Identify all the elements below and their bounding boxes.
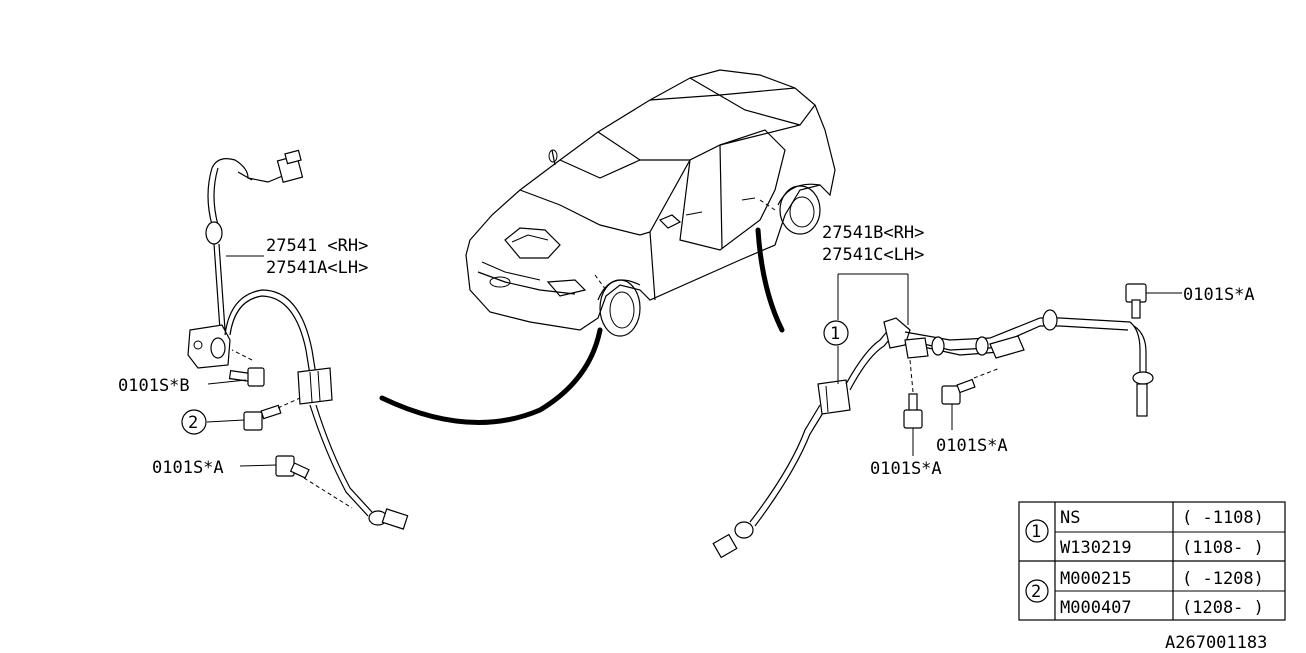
callout-1-bracket <box>837 273 909 384</box>
legend-table: 1 2 NS ( -1108) W130219 (1108- ) M000215… <box>1018 501 1286 621</box>
bolt-a-rear-low-label: 0101S*A <box>870 459 942 479</box>
callout-2-number: 2 <box>188 413 198 433</box>
bolt-a-left-label: 0101S*A <box>152 458 224 478</box>
bolt-b-leader <box>207 379 247 385</box>
legend-row-3-range: ( -1208) <box>1182 569 1264 589</box>
legend-row-3-part: M000215 <box>1060 569 1132 589</box>
legend-row-4-range: (1208- ) <box>1182 598 1264 618</box>
legend-row-1-range: ( -1108) <box>1182 508 1264 528</box>
legend-callout-1: 1 <box>1031 522 1041 542</box>
bolt-a-rear-mid <box>941 378 976 405</box>
rear-abs-sensor-assembly <box>712 283 1154 559</box>
diagram-code: A267001183 <box>1165 633 1267 653</box>
bolt-b-left-label: 0101S*B <box>118 376 190 396</box>
callout-2-circle <box>181 409 207 435</box>
legend-row-4-part: M000407 <box>1060 598 1132 618</box>
rear-wheel-indicator <box>755 227 785 333</box>
rear-part-lh-label: 27541C<LH> <box>822 245 924 265</box>
legend-callout-2: 2 <box>1031 582 1041 602</box>
front-abs-sensor-assembly <box>187 149 409 530</box>
callout-2-leader <box>206 419 245 423</box>
rear-part-rh-label: 27541B<RH> <box>822 223 924 243</box>
vehicle-illustration <box>465 69 836 337</box>
bolt-a-rear-top-label: 0101S*A <box>1183 285 1255 305</box>
bolt-a-left <box>275 455 310 479</box>
legend-row-2-part: W130219 <box>1060 538 1132 558</box>
callout-1-number: 1 <box>830 324 840 344</box>
bolt-b-left <box>228 367 265 387</box>
legend-row-1-part: NS <box>1060 508 1080 528</box>
callout-1-circle <box>823 320 849 346</box>
bolt-a-rear-top <box>1125 283 1147 319</box>
bolt-2 <box>243 404 282 431</box>
bolt-a-left-leader <box>239 464 277 467</box>
legend-callout-1-circle <box>1025 519 1049 543</box>
bolt-a-rear-low <box>903 393 923 429</box>
legend-callout-2-circle <box>1025 579 1049 603</box>
front-part-rh-label: 27541 <RH> <box>266 236 368 256</box>
legend-row-2-range: (1108- ) <box>1182 538 1264 558</box>
front-part-lh-label: 27541A<LH> <box>266 258 368 278</box>
front-wheel-indicator <box>379 327 603 425</box>
bolt-a-rear-mid-label: 0101S*A <box>936 436 1008 456</box>
